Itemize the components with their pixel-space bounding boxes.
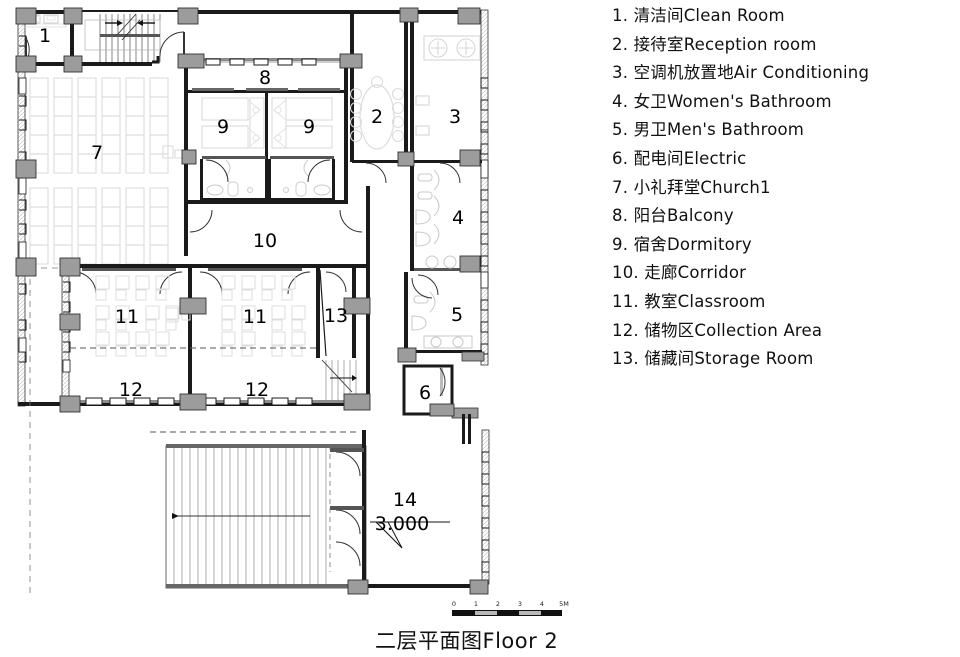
classroom-wing — [61, 263, 366, 407]
legend-item-9: 9. 宿舍Dormitory — [612, 234, 752, 254]
elevation-value: 3.000 — [374, 513, 430, 535]
left-wall-glazing — [18, 77, 27, 353]
room-label-3: 3 — [448, 106, 462, 128]
room-2-reception — [349, 12, 408, 184]
legend-item-4: 4. 女卫Women's Bathroom — [612, 91, 832, 111]
right-wall-window-modules — [480, 77, 488, 355]
legend-item-5: 5. 男卫Men's Bathroom — [612, 120, 805, 140]
room-4-womens-bathroom — [410, 163, 481, 296]
room-label-6: 6 — [418, 382, 432, 404]
scale-segment-0 — [453, 611, 475, 615]
scale-bar: 0 1 2 3 4 5M — [452, 600, 572, 622]
room-label-14: 14 — [392, 489, 418, 511]
legend-item-13: 13. 储藏间Storage Room — [612, 349, 814, 369]
right-wall-glazing — [480, 159, 489, 289]
room-label-10: 10 — [252, 230, 278, 252]
legend-item-1: 1. 清洁间Clean Room — [612, 6, 785, 25]
room-legend: 1. 清洁间Clean Room 2. 接待室Reception room 3.… — [612, 2, 960, 374]
scale-segment-3 — [519, 611, 541, 615]
legend-item-10: 10. 走廊Corridor — [612, 263, 747, 283]
exterior-walls — [17, 9, 489, 407]
room-label-12-right: 12 — [244, 379, 270, 401]
room-9-dormitory-left — [189, 93, 268, 233]
legend-item-7: 7. 小礼拜堂Church1 — [612, 177, 771, 197]
room-7-church-seating — [29, 77, 183, 265]
scale-tick-0: 0 — [451, 600, 457, 608]
plan-title: 二层平面图Floor 2 — [375, 629, 559, 653]
room-label-13: 13 — [323, 305, 349, 327]
plan-geometry — [15, 7, 490, 596]
floor-plan-svg — [15, 7, 490, 596]
corridor-door-upper — [159, 31, 185, 57]
scale-tick-labels: 0 1 2 3 4 5M — [452, 600, 572, 609]
room-label-11-right: 11 — [242, 306, 268, 328]
structural-columns — [15, 7, 489, 595]
legend-item-3: 3. 空调机放置地Air Conditioning — [612, 63, 870, 83]
scale-tick-4: 4 — [539, 600, 545, 608]
room-label-8: 8 — [258, 67, 272, 89]
room-label-11-left: 11 — [114, 306, 140, 328]
legend-item-12: 12. 储物区Collection Area — [612, 320, 823, 340]
room-label-12-left: 12 — [118, 379, 144, 401]
scale-tick-1: 1 — [473, 600, 479, 608]
room-3-air-conditioning — [410, 12, 482, 184]
legend-item-6: 6. 配电间Electric — [612, 148, 747, 168]
terrace-14 — [150, 429, 490, 589]
room-label-5: 5 — [450, 304, 464, 326]
scale-tick-5: 5M — [559, 600, 569, 608]
room-label-9-right: 9 — [302, 116, 316, 138]
legend-item-2: 2. 接待室Reception room — [612, 34, 817, 54]
scale-segment-2 — [497, 611, 519, 615]
legend-item-8: 8. 阳台Balcony — [612, 206, 734, 226]
room-label-7: 7 — [90, 142, 104, 164]
stairwell-upper — [74, 12, 186, 66]
scale-tick-3: 3 — [517, 600, 523, 608]
scale-segment-1 — [475, 611, 497, 615]
room-6-electric — [402, 364, 454, 416]
room-label-9-left: 9 — [216, 116, 230, 138]
room-label-1: 1 — [38, 25, 52, 47]
scale-bar-graphic — [452, 610, 562, 616]
floor-plan-drawing: 1 8 9 9 2 3 7 4 10 11 11 13 5 12 12 6 14… — [15, 7, 490, 596]
legend-item-11: 11. 教室Classroom — [612, 291, 766, 311]
room-8-balcony — [186, 58, 346, 93]
room-label-4: 4 — [451, 207, 465, 229]
room-5-mens-bathroom — [404, 272, 482, 353]
scale-segment-4 — [541, 611, 561, 615]
scale-tick-2: 2 — [495, 600, 501, 608]
room-label-2: 2 — [370, 106, 384, 128]
